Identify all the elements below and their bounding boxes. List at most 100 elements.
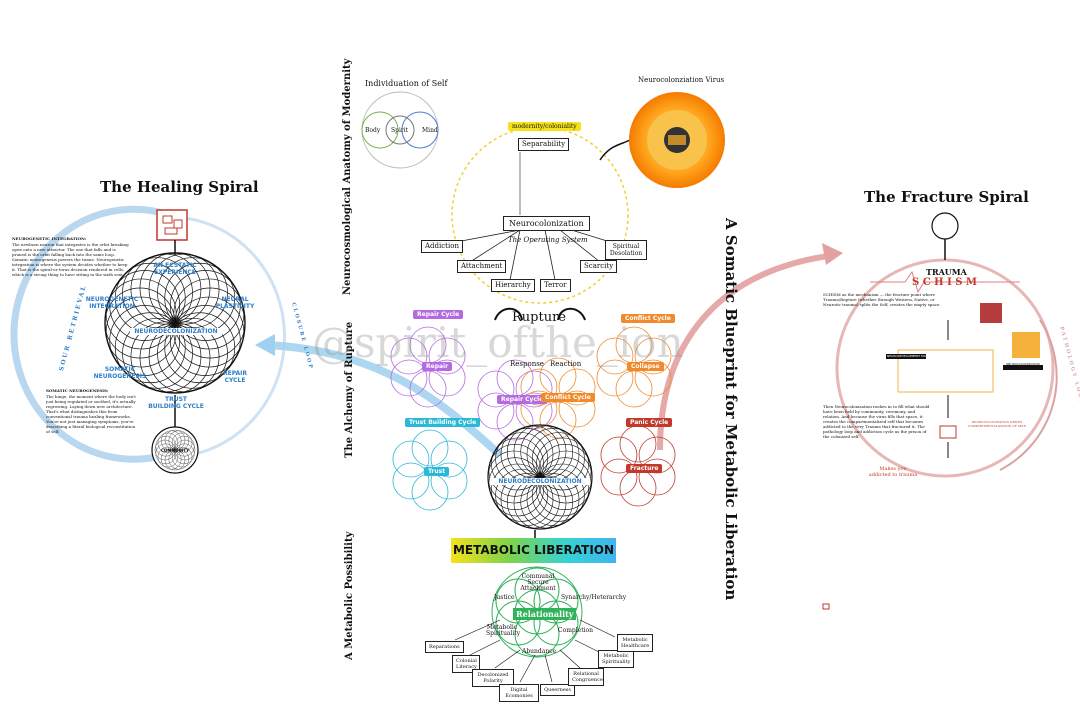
virus-title: Neurocolonziation Virus [638,76,725,84]
cycle-circle [638,458,676,496]
hierarchy-box: Hierarchy [491,279,535,292]
cycle-circle [600,436,638,474]
cycle-circle [600,458,638,496]
flower-synarchy: Synarchy/Heterarchy [561,594,627,601]
virus-fills-note: NEUROCOLONIZATION VIRUS FILLS SPACE [1006,362,1040,369]
reaction-label: Reaction [550,360,582,368]
cycle-circle [619,425,657,463]
mind-label: Mind [422,127,438,134]
rosette-petal [536,437,589,491]
outer-colonial-literacy: Colonial Literacy [452,655,480,673]
trust-center-tag: Trust [424,467,450,476]
anatomy-vertical-title: Neurocosmological Anatomy of Modernity [342,58,353,295]
collapse-center-tag: Collapse [627,362,664,371]
cycle-circle [392,440,430,478]
healing-spiral-diagram [10,205,287,474]
cycle-circle [428,359,466,397]
fracture-spiral-diagram [822,212,1058,610]
neurogenetic-paragraph: The newborn neuron that integrates is th… [12,242,129,277]
relationality-label: Relationality [513,608,577,620]
fracture-center-tag: Fracture [626,464,663,473]
node-somatic-neurogenesis: SOMATIC NEUROGENESIS [93,366,147,380]
somatic-heading: SOMATIC NEUROGENESIS: [46,388,109,393]
outer-queerness: Queerness [540,684,575,696]
community-icon-label: COMMUNITY [160,448,189,453]
outer-metabolic-spirituality: Metabolic Spirituality [598,650,634,668]
cycle-circle [411,473,449,511]
cycle-circle [515,370,553,408]
outer-relational-congruence: Relational Congruence [568,668,604,686]
scarcity-box: Scarcity [580,260,618,273]
cycle-circle [634,359,672,397]
cycle-circle [638,436,676,474]
cycle-circle [619,469,657,507]
cycle-circle [430,462,468,500]
modernity-tag: modernity/coloniality [508,122,581,131]
possibility-vertical-title: A Metabolic Possibility [344,531,355,660]
cycle-circle [520,368,558,406]
outer-metabolic-healthcare: Metabolic Healthcare [617,634,653,652]
rosette-petal [168,430,190,452]
node-neurogenetic-integration: NEUROGENETIC INTEGRATION [85,296,139,310]
fracture-body: Then Neurocolonization rushes in to fill… [823,404,930,439]
separability-box: Separability [518,138,570,151]
flower-justice: Justice [494,594,515,601]
rosette-petal [173,435,195,457]
cycle-circle [634,337,672,375]
trauma-label: TRAUMA [926,267,967,277]
flower-communal: Communal Secure Attachment [520,573,556,592]
flower-abundance: Abundance [522,648,557,655]
cycle-circle [392,462,430,500]
cycle-circle [390,337,428,375]
schism-label: S C H I S M [912,277,978,288]
watermark: @spirit_ofthe_ion [312,318,684,367]
mini-repair-tag: Repair Cycle [497,395,548,404]
rosette-petal [171,432,193,454]
cycle-circle [430,440,468,478]
repair-center-tag: Repair [422,362,453,371]
node-ecstatic-experience: AN ECSTATIC EXPERIENCE [153,262,197,276]
cycle-circle [539,401,577,439]
schism-intro: SCHISM as the mechanism — the fracture p… [823,292,941,307]
compartmentalization-note: NEUROCOLONIZATION DRIVES COMPARTMENTALIZ… [967,420,1027,428]
somatic-paragraph: The hinge, the moment where the body isn… [46,394,136,434]
repair-cycle-tag: Repair Cycle [413,310,464,319]
mini-conflict-tag: Conflict Cycle [541,393,595,402]
outer-digital-economies: Digital Ecomonies [499,684,539,702]
cycle-circle [596,337,634,375]
operating-system-ring [451,126,629,304]
panic-cycle-tag: Panic Cycle [626,418,673,427]
cycle-circle [558,390,596,428]
node-neural-plasticity: NEURAL PLASTICITY [215,296,255,310]
individuation-diagram [361,91,439,169]
matrix-label: NEURODEVELOPMENT MATRIX [887,354,933,358]
operating-system-label: The Operating System [508,236,588,244]
body-label: Body [365,127,381,134]
individuation-title: Individuation of Self [365,79,448,88]
metabolic-liberation-title: METABOLIC LIBERATION [452,543,615,557]
virus-diagram [629,92,725,188]
outer-decolonized-polarity: Decolonized Polarity [472,669,514,687]
rosette-petal [169,270,241,341]
node-trust-building: TRUST BUILDING CYCLE [148,396,204,410]
cycle-circle [477,370,515,408]
makes-addicted-label: Makes you addicted to trauma [868,466,918,478]
node-repair-cycle: REPAIR CYCLE [222,370,248,384]
trust-building-tag: Trust Building Cycle [405,418,481,427]
conflict-cycle-tag: Conflict Cycle [621,314,675,323]
rosette-petal [157,257,228,329]
addiction-box: Addiction [421,240,463,253]
flower-spirituality: Metabolic Spirituality [486,624,521,637]
cycle-circle [428,337,466,375]
flower-completion: Completion [558,627,594,634]
cycle-circle [477,392,515,430]
blueprint-vertical-title: A Somatic Blueprint for Metabolic Libera… [722,218,740,601]
core-neurodecolonization-label: NEURODECOLONIZATION [490,478,590,485]
cycle-circle [409,370,447,408]
relationality-flower [491,566,583,658]
neurocolonization-box: Neurocolonization [503,216,590,231]
response-label: Response [510,360,544,368]
cycle-circle [496,403,534,441]
terror-box: Terror [540,279,571,292]
